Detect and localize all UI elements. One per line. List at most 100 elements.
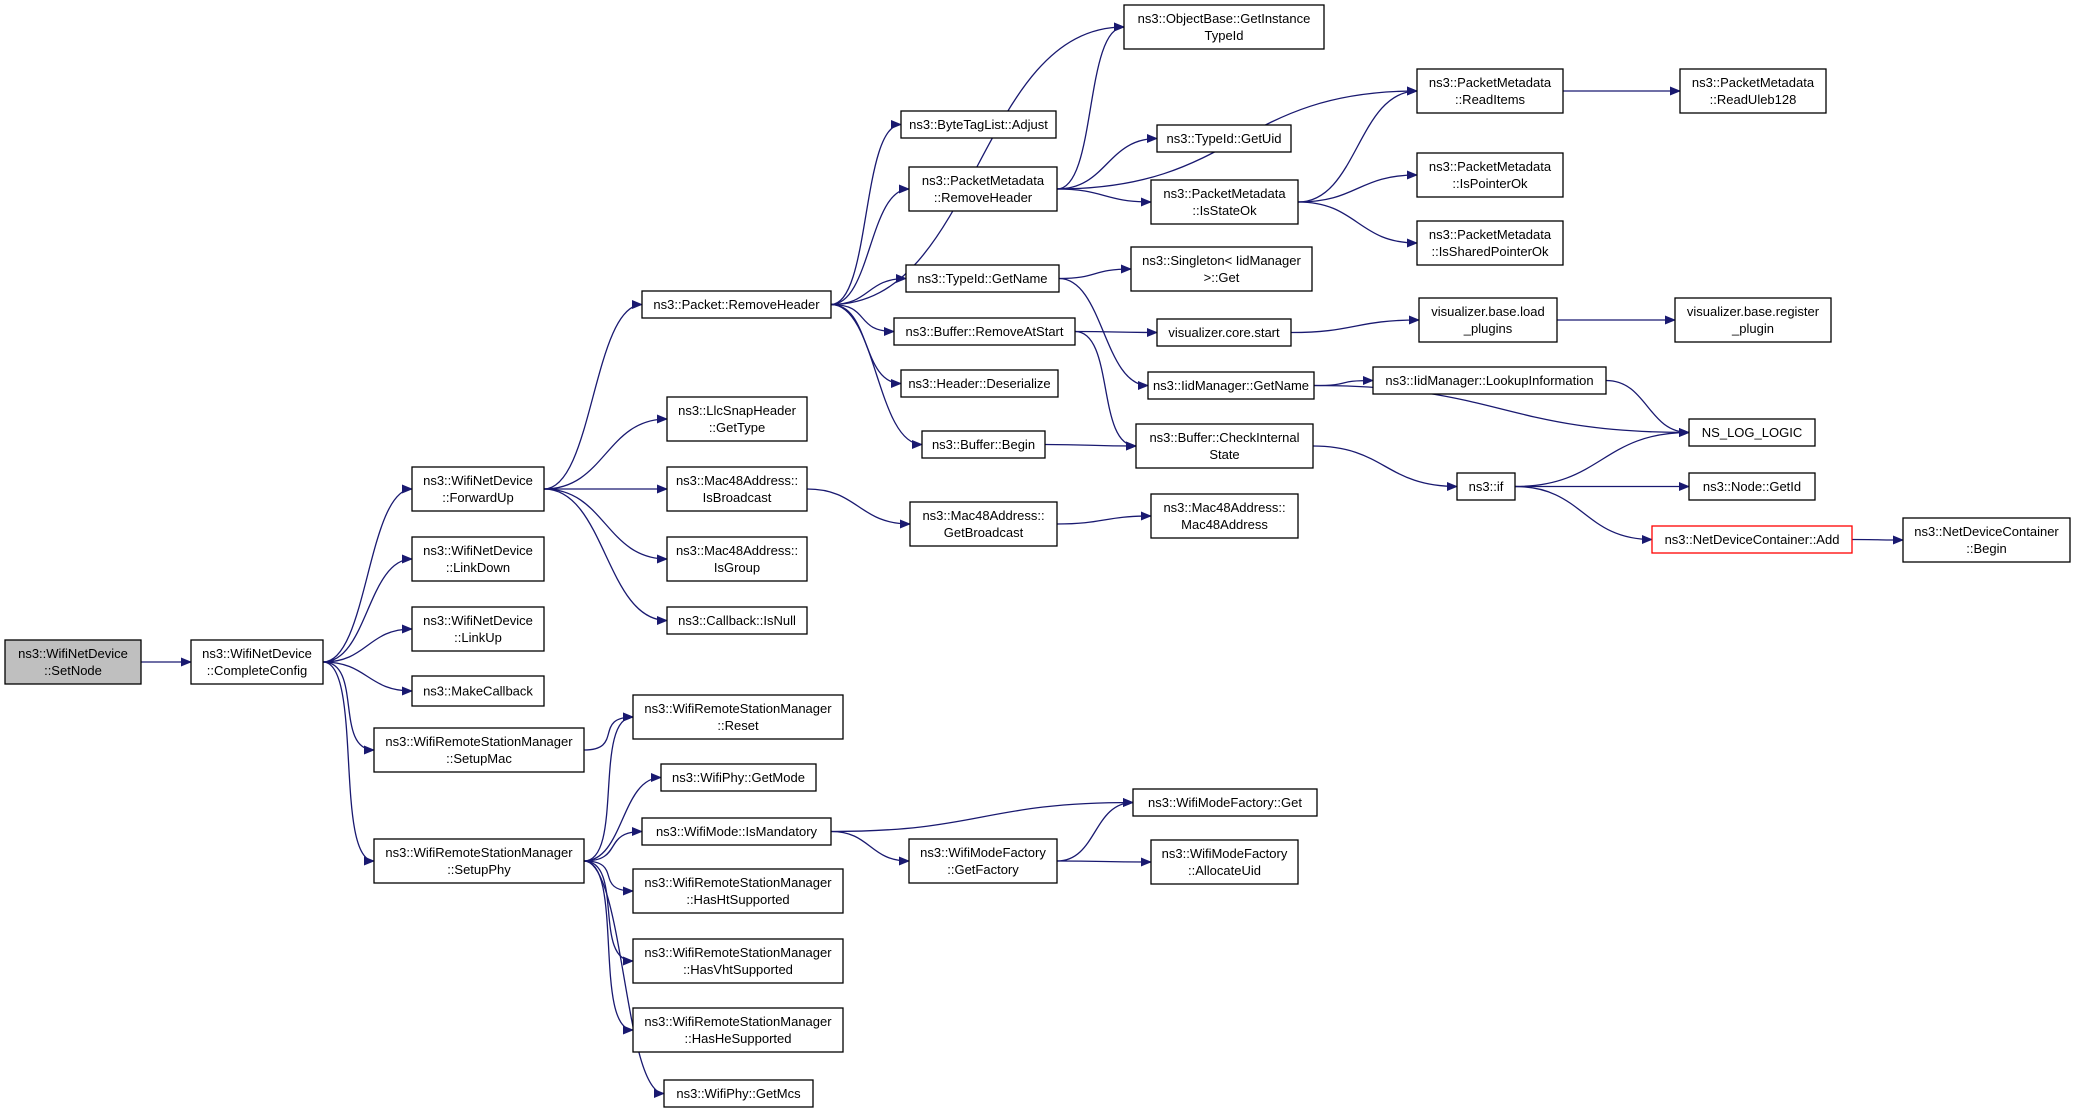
node-label-line: ns3::WifiRemoteStationManager [385, 845, 573, 860]
node-label-line: ns3::ByteTagList::Adjust [909, 117, 1048, 132]
node-wmfget[interactable]: ns3::WifiModeFactory::Get [1132, 788, 1318, 817]
node-isstateok[interactable]: ns3::PacketMetadata::IsStateOk [1150, 179, 1299, 225]
node-label-line: ::Begin [1966, 541, 2006, 556]
node-label-line: ns3::PacketMetadata [1163, 186, 1286, 201]
edge-removeheader-to-bytetagadjust [830, 120, 902, 306]
edge-setupphy-to-rsmreset [583, 712, 634, 862]
node-box [908, 838, 1058, 884]
node-isnull[interactable]: ns3::Callback::IsNull [666, 606, 808, 635]
edge-vizcorestart-to-vizloadplugins [1290, 315, 1420, 334]
node-llcgettype[interactable]: ns3::LlcSnapHeader::GetType [666, 396, 808, 442]
node-typeidgetuid[interactable]: ns3::TypeId::GetUid [1156, 124, 1292, 153]
node-phygetmode[interactable]: ns3::WifiPhy::GetMode [660, 763, 817, 792]
node-issharedpointerok[interactable]: ns3::PacketMetadata::IsSharedPointerOk [1416, 220, 1564, 266]
node-box [666, 606, 808, 635]
node-isgroup[interactable]: ns3::Mac48Address::IsGroup [666, 536, 808, 582]
node-box [1688, 418, 1816, 447]
node-label-line: ::SetupPhy [447, 862, 511, 877]
node-getmcs[interactable]: ns3::WifiPhy::GetMcs [663, 1079, 814, 1108]
node-label-line: ns3::WifiPhy::GetMcs [676, 1086, 801, 1101]
node-bytetagadjust[interactable]: ns3::ByteTagList::Adjust [900, 110, 1057, 139]
edge-setupphy-to-hasvht [583, 860, 634, 966]
node-vizregisterplugin[interactable]: visualizer.base.register_plugin [1674, 297, 1832, 343]
node-bufremoveatstart[interactable]: ns3::Buffer::RemoveAtStart [893, 317, 1076, 346]
node-typeidgetname[interactable]: ns3::TypeId::GetName [905, 264, 1060, 293]
node-label-line: ns3::Buffer::CheckInternal [1149, 430, 1299, 445]
node-box [1135, 423, 1314, 469]
node-makecallback[interactable]: ns3::MakeCallback [411, 675, 545, 707]
node-vizcorestart[interactable]: visualizer.core.start [1156, 318, 1292, 347]
edge-completeconfig-to-linkup [322, 624, 413, 663]
node-nodegetid[interactable]: ns3::Node::GetId [1688, 472, 1816, 501]
node-hasht[interactable]: ns3::WifiRemoteStationManager::HasHtSupp… [632, 868, 844, 914]
node-label-line: _plugin [1731, 321, 1774, 336]
node-label-line: TypeId [1204, 28, 1243, 43]
node-getfactory[interactable]: ns3::WifiModeFactory::GetFactory [908, 838, 1058, 884]
node-label-line: ns3::WifiPhy::GetMode [672, 770, 805, 785]
node-label-line: ns3::Buffer::Begin [932, 437, 1035, 452]
node-setnode[interactable]: ns3::WifiNetDevice::SetNode [4, 639, 142, 685]
node-label-line: ns3::MakeCallback [423, 684, 533, 699]
node-mac48ctor[interactable]: ns3::Mac48Address::Mac48Address [1150, 493, 1299, 539]
node-box [663, 1079, 814, 1108]
edge-bufbegin-to-bufcheckinternal [1044, 441, 1137, 451]
edge-lookupinfo-to-nslogic [1605, 379, 1690, 437]
edge-setupphy-to-getmcs [583, 860, 665, 1098]
node-label-line: ::LinkUp [454, 630, 502, 645]
edge-bufremoveatstart-to-vizcorestart [1074, 327, 1158, 337]
edge-forwardup-to-isnull [543, 488, 668, 625]
node-nslogic[interactable]: NS_LOG_LOGIC [1688, 418, 1816, 447]
node-label-line: ::AllocateUid [1188, 863, 1261, 878]
node-completeconfig[interactable]: ns3::WifiNetDevice::CompleteConfig [190, 639, 324, 685]
node-readitems[interactable]: ns3::PacketMetadata::ReadItems [1416, 68, 1564, 114]
node-removeheader[interactable]: ns3::Packet::RemoveHeader [641, 290, 832, 319]
node-box [1902, 517, 2071, 563]
node-label-line: ns3::PacketMetadata [922, 173, 1045, 188]
node-pmremoveheader[interactable]: ns3::PacketMetadata::RemoveHeader [908, 166, 1058, 212]
node-forwardup[interactable]: ns3::WifiNetDevice::ForwardUp [411, 466, 545, 512]
node-readuleb128[interactable]: ns3::PacketMetadata::ReadUleb128 [1679, 68, 1827, 114]
node-allocateuid[interactable]: ns3::WifiModeFactory::AllocateUid [1150, 839, 1299, 885]
edge-forwardup-to-isgroup [543, 488, 668, 564]
node-hasvht[interactable]: ns3::WifiRemoteStationManager::HasVhtSup… [632, 938, 844, 984]
node-box [1123, 4, 1325, 50]
node-box [190, 639, 324, 685]
node-label-line: ::HasVhtSupported [683, 962, 793, 977]
node-label-line: ns3::WifiNetDevice [202, 646, 312, 661]
node-ispointerok[interactable]: ns3::PacketMetadata::IsPointerOk [1416, 152, 1564, 198]
node-setupmac[interactable]: ns3::WifiRemoteStationManager::SetupMac [373, 727, 585, 773]
node-label-line: ::GetFactory [947, 862, 1019, 877]
node-ismandatory[interactable]: ns3::WifiMode::IsMandatory [641, 817, 832, 846]
node-hashe[interactable]: ns3::WifiRemoteStationManager::HasHeSupp… [632, 1007, 844, 1053]
node-box [1416, 152, 1564, 198]
edge-isstateok-to-issharedpointerok [1297, 201, 1418, 248]
node-box [1147, 371, 1315, 400]
node-singletonget[interactable]: ns3::Singleton< IidManager>::Get [1130, 246, 1313, 292]
node-isbroadcast[interactable]: ns3::Mac48Address::IsBroadcast [666, 466, 808, 512]
node-label-line: ns3::WifiRemoteStationManager [644, 875, 832, 890]
edge-getfactory-to-allocateuid [1056, 857, 1152, 867]
node-label-line: ns3::Mac48Address:: [676, 473, 798, 488]
node-headerdeser[interactable]: ns3::Header::Deserialize [900, 369, 1059, 398]
node-vizloadplugins[interactable]: visualizer.base.load_plugins [1418, 297, 1558, 343]
node-bufbegin[interactable]: ns3::Buffer::Begin [921, 430, 1046, 459]
edge-removeheader-to-getinstancetypeid [830, 22, 1125, 306]
node-label-line: ns3::NetDeviceContainer [1914, 524, 2059, 539]
node-iidgetname[interactable]: ns3::IidManager::GetName [1147, 371, 1315, 400]
node-box [1130, 246, 1313, 292]
node-getbroadcast[interactable]: ns3::Mac48Address::GetBroadcast [909, 501, 1058, 547]
node-rsmreset[interactable]: ns3::WifiRemoteStationManager::Reset [632, 694, 844, 740]
node-setupphy[interactable]: ns3::WifiRemoteStationManager::SetupPhy [373, 838, 585, 884]
node-label-line: ns3::NetDeviceContainer::Add [1665, 532, 1840, 547]
node-linkdown[interactable]: ns3::WifiNetDevice::LinkDown [411, 536, 545, 582]
node-linkup[interactable]: ns3::WifiNetDevice::LinkUp [411, 606, 545, 652]
node-ndcbegin[interactable]: ns3::NetDeviceContainer::Begin [1902, 517, 2071, 563]
node-nsif[interactable]: ns3::if [1456, 472, 1516, 501]
edge-isstateok-to-ispointerok [1297, 170, 1418, 203]
node-box [641, 817, 832, 846]
node-lookupinfo[interactable]: ns3::IidManager::LookupInformation [1372, 366, 1607, 395]
node-ndcadd[interactable]: ns3::NetDeviceContainer::Add [1651, 525, 1853, 554]
